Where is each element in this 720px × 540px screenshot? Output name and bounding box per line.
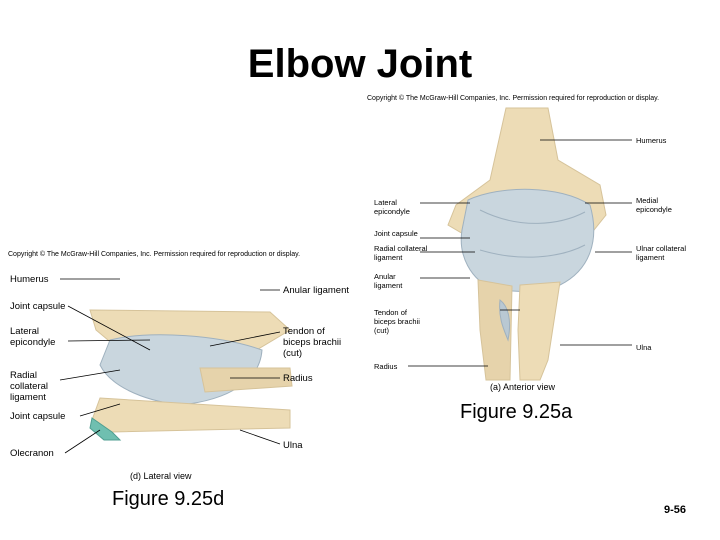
label-anterior-humerus: Humerus	[636, 136, 666, 145]
anterior-view-illustration	[448, 108, 606, 380]
label-anterior-ulnar-collateral: Ulnar collateral ligament	[636, 244, 686, 262]
label-anterior-ulna: Ulna	[636, 343, 651, 352]
label-lateral-tendon-biceps: Tendon of biceps brachii (cut)	[283, 326, 341, 359]
label-lateral-epicondyle: Lateral epicondyle	[10, 326, 55, 348]
page-number: 9-56	[664, 504, 686, 516]
label-lateral-ulna: Ulna	[283, 440, 303, 451]
label-anterior-lateral-epicondyle: Lateral epicondyle	[374, 198, 410, 216]
label-lateral-anular-ligament: Anular ligament	[283, 285, 349, 296]
lateral-radius-bone	[200, 368, 292, 392]
label-lateral-radial-collateral: Radial collateral ligament	[10, 370, 48, 403]
figure-9-25a: Figure 9.25a	[460, 401, 572, 424]
figure-9-25d: Figure 9.25d	[112, 488, 224, 511]
caption-anterior-view: (a) Anterior view	[490, 382, 555, 392]
copyright-anterior: Copyright © The McGraw-Hill Companies, I…	[367, 95, 659, 102]
label-lateral-olecranon: Olecranon	[10, 448, 54, 459]
label-lateral-joint-capsule-top: Joint capsule	[10, 301, 65, 312]
page-title: Elbow Joint	[0, 42, 720, 87]
label-anterior-tendon-biceps: Tendon of biceps brachii (cut)	[374, 308, 420, 335]
label-lateral-radius: Radius	[283, 373, 313, 384]
label-anterior-medial-epicondyle: Medial epicondyle	[636, 196, 672, 214]
label-lateral-humerus: Humerus	[10, 274, 49, 285]
label-anterior-radial-collateral: Radial collateral ligament	[374, 244, 427, 262]
label-anterior-anular-ligament: Anular ligament	[374, 272, 402, 290]
label-anterior-joint-capsule: Joint capsule	[374, 229, 418, 238]
anterior-ulna-bone	[518, 282, 560, 380]
lateral-view-illustration	[90, 310, 292, 440]
copyright-lateral: Copyright © The McGraw-Hill Companies, I…	[8, 251, 300, 258]
label-lateral-joint-capsule-bottom: Joint capsule	[10, 411, 65, 422]
label-anterior-radius: Radius	[374, 362, 397, 371]
anterior-capsule-ligament	[461, 189, 594, 292]
caption-lateral-view: (d) Lateral view	[130, 471, 192, 481]
